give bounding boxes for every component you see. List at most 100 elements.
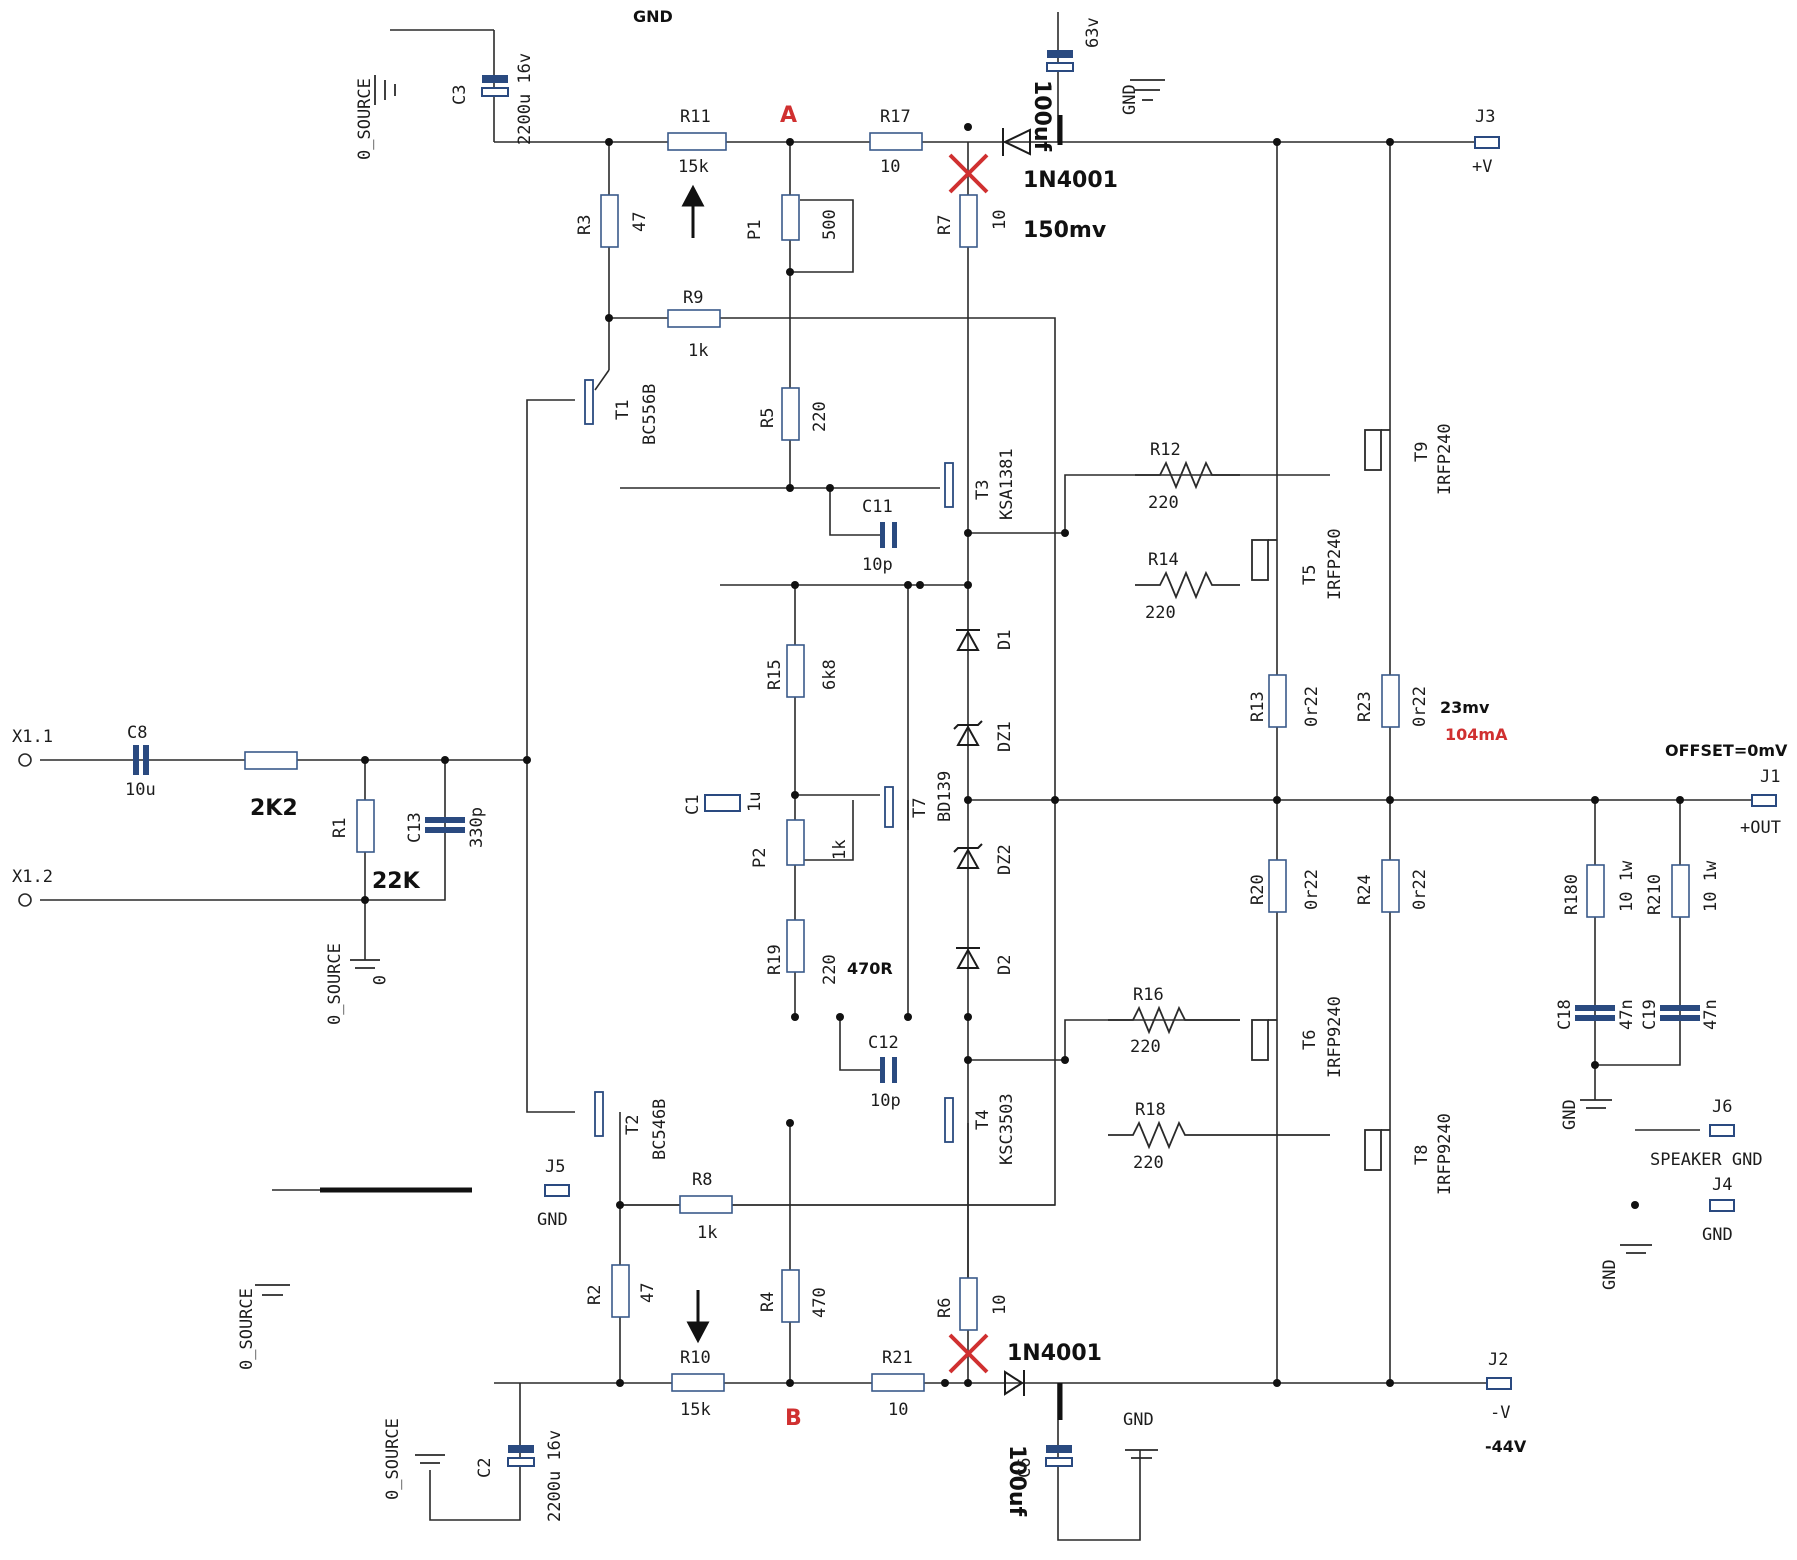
r210-value: 10 1w bbox=[1701, 860, 1721, 912]
r24-ref: R24 bbox=[1355, 874, 1375, 905]
r6-body bbox=[959, 1277, 978, 1331]
j1-terminal[interactable] bbox=[1751, 794, 1777, 807]
c1-ref: C1 bbox=[683, 795, 703, 815]
r13-body bbox=[1268, 674, 1287, 728]
t4-symbol bbox=[944, 1097, 954, 1143]
1n4001-bottom-symbol bbox=[1004, 1370, 1024, 1396]
c11-ref: C11 bbox=[862, 497, 893, 517]
c-top-body bbox=[1047, 50, 1073, 58]
offset-label: OFFSET=0mV bbox=[1665, 741, 1788, 760]
r180-value: 10 1w bbox=[1617, 860, 1637, 912]
src1-label: 0_SOURCE bbox=[355, 78, 375, 160]
r13-ref: R13 bbox=[1248, 691, 1268, 722]
r180-ref: R180 bbox=[1562, 874, 1582, 915]
c12-ref: C12 bbox=[868, 1033, 899, 1053]
p2-ref: P2 bbox=[750, 848, 770, 868]
r12-ref: R12 bbox=[1150, 440, 1181, 460]
p1-ref: P1 bbox=[745, 220, 765, 240]
r23-current-label: 104mA bbox=[1445, 725, 1508, 744]
r18-value: 220 bbox=[1133, 1153, 1164, 1173]
r17-body bbox=[869, 132, 923, 151]
t8-type: IRFP9240 bbox=[1435, 1113, 1455, 1195]
j2-terminal[interactable] bbox=[1486, 1377, 1512, 1390]
r10-body bbox=[671, 1373, 725, 1392]
j6-terminal[interactable] bbox=[1709, 1124, 1735, 1137]
x11-terminal[interactable] bbox=[18, 753, 32, 767]
c12-body bbox=[880, 1057, 885, 1083]
dz2-symbol bbox=[956, 847, 980, 869]
r23-ref: R23 bbox=[1355, 691, 1375, 722]
capacitors bbox=[133, 50, 1700, 1467]
c6-body bbox=[1046, 1445, 1072, 1453]
r23-value: 0r22 bbox=[1410, 686, 1430, 727]
src3-label: 0_SOURCE bbox=[237, 1288, 257, 1370]
r15-ref: R15 bbox=[765, 659, 785, 690]
r16-ref: R16 bbox=[1133, 985, 1164, 1005]
r7-value: 10 bbox=[990, 210, 1010, 230]
t9-symbol bbox=[1364, 429, 1382, 471]
c2-ref: C2 bbox=[475, 1458, 495, 1478]
t7-type: BD139 bbox=[935, 771, 955, 822]
r4-ref: R4 bbox=[758, 1292, 778, 1312]
j3-terminal[interactable] bbox=[1474, 136, 1500, 149]
c11-value: 10p bbox=[862, 555, 893, 575]
d1-symbol bbox=[956, 629, 980, 651]
j3-label: J3 bbox=[1475, 107, 1495, 127]
r20-ref: R20 bbox=[1248, 874, 1268, 905]
diode-bottom-label: 1N4001 bbox=[1007, 1341, 1102, 1366]
bottom-cap-value: 100uf bbox=[1004, 1445, 1029, 1517]
point-b-label: B bbox=[785, 1406, 802, 1431]
j4-label: J4 bbox=[1712, 1175, 1732, 1195]
c13-ref: C13 bbox=[405, 812, 425, 843]
r7-voltage-label: 150mv bbox=[1023, 218, 1107, 243]
r9-ref: R9 bbox=[683, 288, 703, 308]
zero-label: 0 bbox=[368, 975, 388, 985]
t4-ref: T4 bbox=[973, 1110, 993, 1130]
t1-ref: T1 bbox=[613, 400, 633, 420]
r12-value: 220 bbox=[1148, 493, 1179, 513]
r19-body bbox=[786, 919, 805, 973]
wires bbox=[40, 12, 1760, 1541]
t9-type: IRFP240 bbox=[1435, 423, 1455, 495]
r4-body bbox=[781, 1269, 800, 1323]
removed-marks bbox=[948, 153, 989, 1374]
r19-value: 220 bbox=[820, 954, 840, 985]
diodes bbox=[953, 128, 1031, 1396]
r19-new-value-label: 470R bbox=[847, 959, 893, 978]
r11-body bbox=[667, 132, 727, 151]
transistors bbox=[584, 379, 1390, 1171]
r1-ref: R1 bbox=[330, 818, 350, 838]
dz1-symbol bbox=[956, 724, 980, 746]
r4-value: 470 bbox=[810, 1287, 830, 1318]
gnd3-label: GND bbox=[1560, 1099, 1580, 1130]
gnd2-label: GND bbox=[1123, 1410, 1154, 1430]
r1-value-label: 22K bbox=[372, 869, 421, 894]
current-arrows bbox=[681, 184, 710, 1344]
c3-value: 2200u 16v bbox=[515, 53, 535, 145]
r13-value: 0r22 bbox=[1302, 686, 1322, 727]
neg-supply-label: -44V bbox=[1485, 1437, 1527, 1456]
r16-body bbox=[1108, 1005, 1240, 1035]
r14-value: 220 bbox=[1145, 603, 1176, 623]
c19-value: 47n bbox=[1701, 999, 1721, 1030]
c13-value: 330p bbox=[467, 807, 487, 848]
c18-ref: C18 bbox=[1555, 999, 1575, 1030]
r6-value: 10 bbox=[990, 1295, 1010, 1315]
p2-value: 1k bbox=[830, 840, 850, 860]
r1-body bbox=[356, 799, 375, 853]
dz2-ref: DZ2 bbox=[995, 844, 1015, 875]
c13-body bbox=[425, 817, 465, 823]
x12-terminal[interactable] bbox=[18, 893, 32, 907]
x12-label: X1.2 bbox=[12, 867, 53, 887]
dz1-ref: DZ1 bbox=[995, 721, 1015, 752]
j4-terminal[interactable] bbox=[1709, 1199, 1735, 1212]
j5-terminal[interactable] bbox=[544, 1184, 570, 1197]
c1-value: 1u bbox=[745, 792, 765, 812]
j6-net-label: SPEAKER GND bbox=[1650, 1150, 1763, 1170]
r7-body bbox=[959, 194, 978, 248]
r-in-body bbox=[244, 751, 298, 770]
x11-label: X1.1 bbox=[12, 727, 53, 747]
r21-value: 10 bbox=[888, 1400, 908, 1420]
t4-type: KSC3503 bbox=[997, 1093, 1017, 1165]
t8-ref: T8 bbox=[1412, 1145, 1432, 1165]
